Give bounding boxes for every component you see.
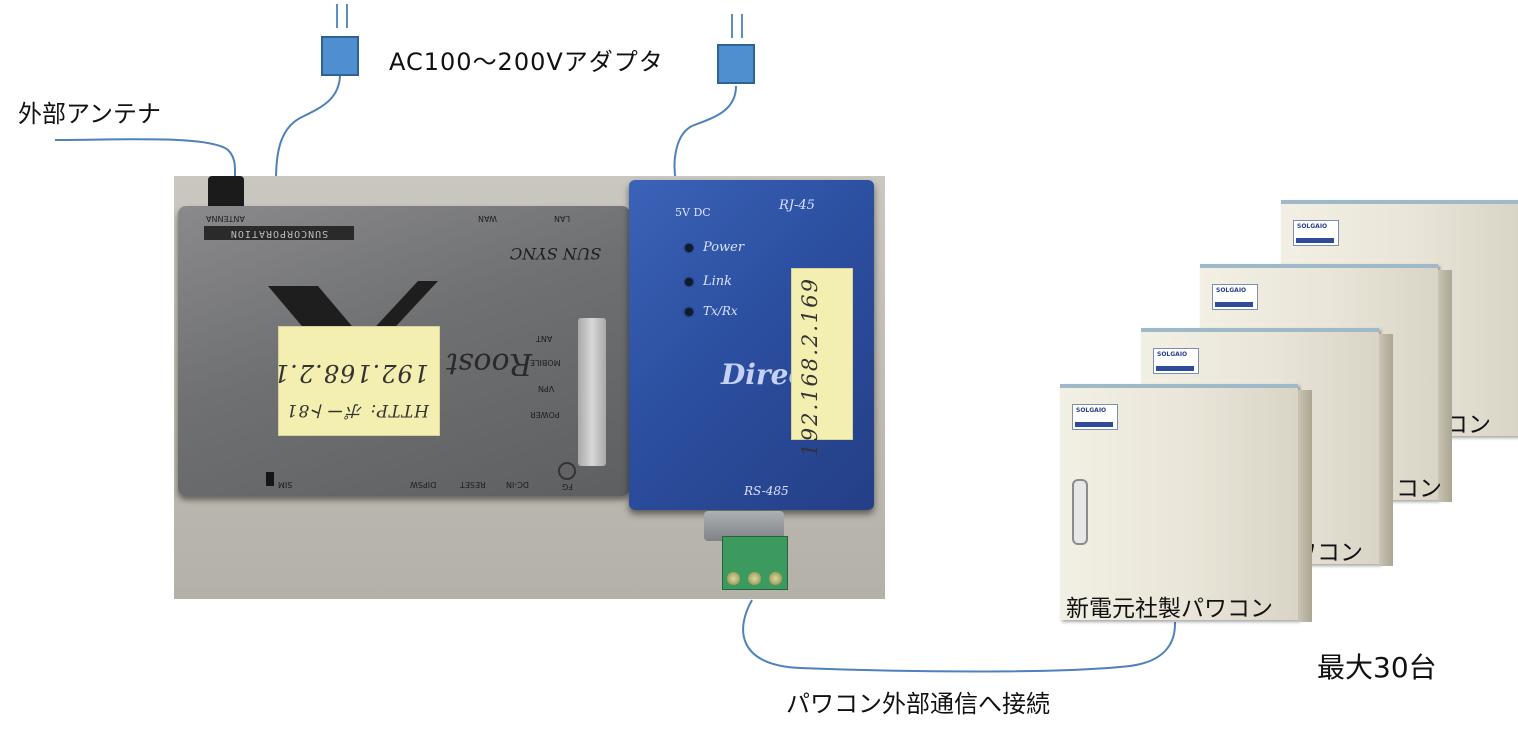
converter-rs485-label: RS-485	[744, 484, 789, 498]
converter-led-power: Power	[703, 240, 745, 255]
converter-led-link: Link	[703, 274, 733, 289]
router-unit: ANTENNA WAN LAN SUNCORPORATION SUN SYNC …	[178, 206, 630, 496]
sim-slot	[266, 472, 274, 486]
converter-power-label: 5V DC	[675, 206, 711, 219]
router-model-text: Roost	[446, 346, 533, 381]
router-reset-label: RESET	[460, 480, 486, 489]
converter-port-label: RJ-45	[779, 198, 815, 213]
adapter-label: AC100～200Vアダプタ	[389, 48, 664, 76]
converter-ip-sticker: 192.168.2.169	[791, 268, 853, 457]
inverter-logo-3: SOLGAIO	[1216, 287, 1247, 294]
converter-led-txrx: Tx/Rx	[703, 304, 738, 318]
antenna-connector	[208, 176, 244, 210]
router-brand-strip: SUNCORPORATION	[204, 226, 354, 240]
txrx-led-icon	[685, 308, 693, 316]
router-fg-label: FG	[562, 482, 573, 491]
router-led-ant: ANT	[536, 334, 553, 343]
antenna-cable	[54, 138, 237, 177]
inverter-logo-2: SOLGAIO	[1157, 351, 1188, 358]
power-led-icon	[685, 244, 693, 252]
inverter-logo-4: SOLGAIO	[1297, 223, 1328, 230]
inverter-logo-main: SOLGAIO	[1076, 407, 1107, 414]
router-sticker-http: HTTP: ポート81	[285, 400, 429, 420]
converter-unit: 5V DC RJ-45 Power Link Tx/Rx Direc 192.1…	[629, 180, 874, 510]
router-dipsw-label: DIPSW	[410, 480, 437, 489]
converter-sticker-ip: 192.168.2.169	[798, 277, 822, 457]
link-led-icon	[685, 278, 693, 286]
fg-screw-icon	[558, 462, 576, 480]
router-power-cable	[275, 73, 341, 181]
router-led-strip	[578, 318, 606, 466]
router-led-mobile: MOBILE	[530, 358, 561, 367]
max-units-label: 最大30台	[1317, 651, 1437, 684]
router-wan-label: WAN	[478, 214, 497, 223]
converter-power-cable	[673, 85, 737, 183]
router-logo: SUN SYNC	[510, 244, 602, 263]
antenna-label: 外部アンテナ	[18, 100, 162, 128]
inverter-unit-main: SOLGAIO 新電元社製パワコン	[1060, 384, 1312, 622]
router-sim-label: SIM	[278, 480, 293, 489]
inverter-handle	[1072, 479, 1088, 545]
router-dcin-label: DC-IN	[506, 480, 529, 489]
device-photo: ANTENNA WAN LAN SUNCORPORATION SUN SYNC …	[174, 176, 885, 599]
router-sticker-ip: 192.168.2.1	[272, 359, 429, 387]
router-antenna-label: ANTENNA	[206, 214, 245, 223]
router-ip-sticker: HTTP: ポート81 192.168.2.1	[273, 326, 440, 436]
terminal-block	[722, 536, 788, 590]
inverter-label-main: 新電元社製パワコン	[1066, 596, 1273, 622]
router-lan-label: LAN	[554, 214, 571, 223]
router-led-vpn: VPN	[538, 384, 555, 393]
router-led-power: POWER	[530, 410, 560, 419]
connection-label: パワコン外部通信へ接続	[786, 690, 1050, 718]
